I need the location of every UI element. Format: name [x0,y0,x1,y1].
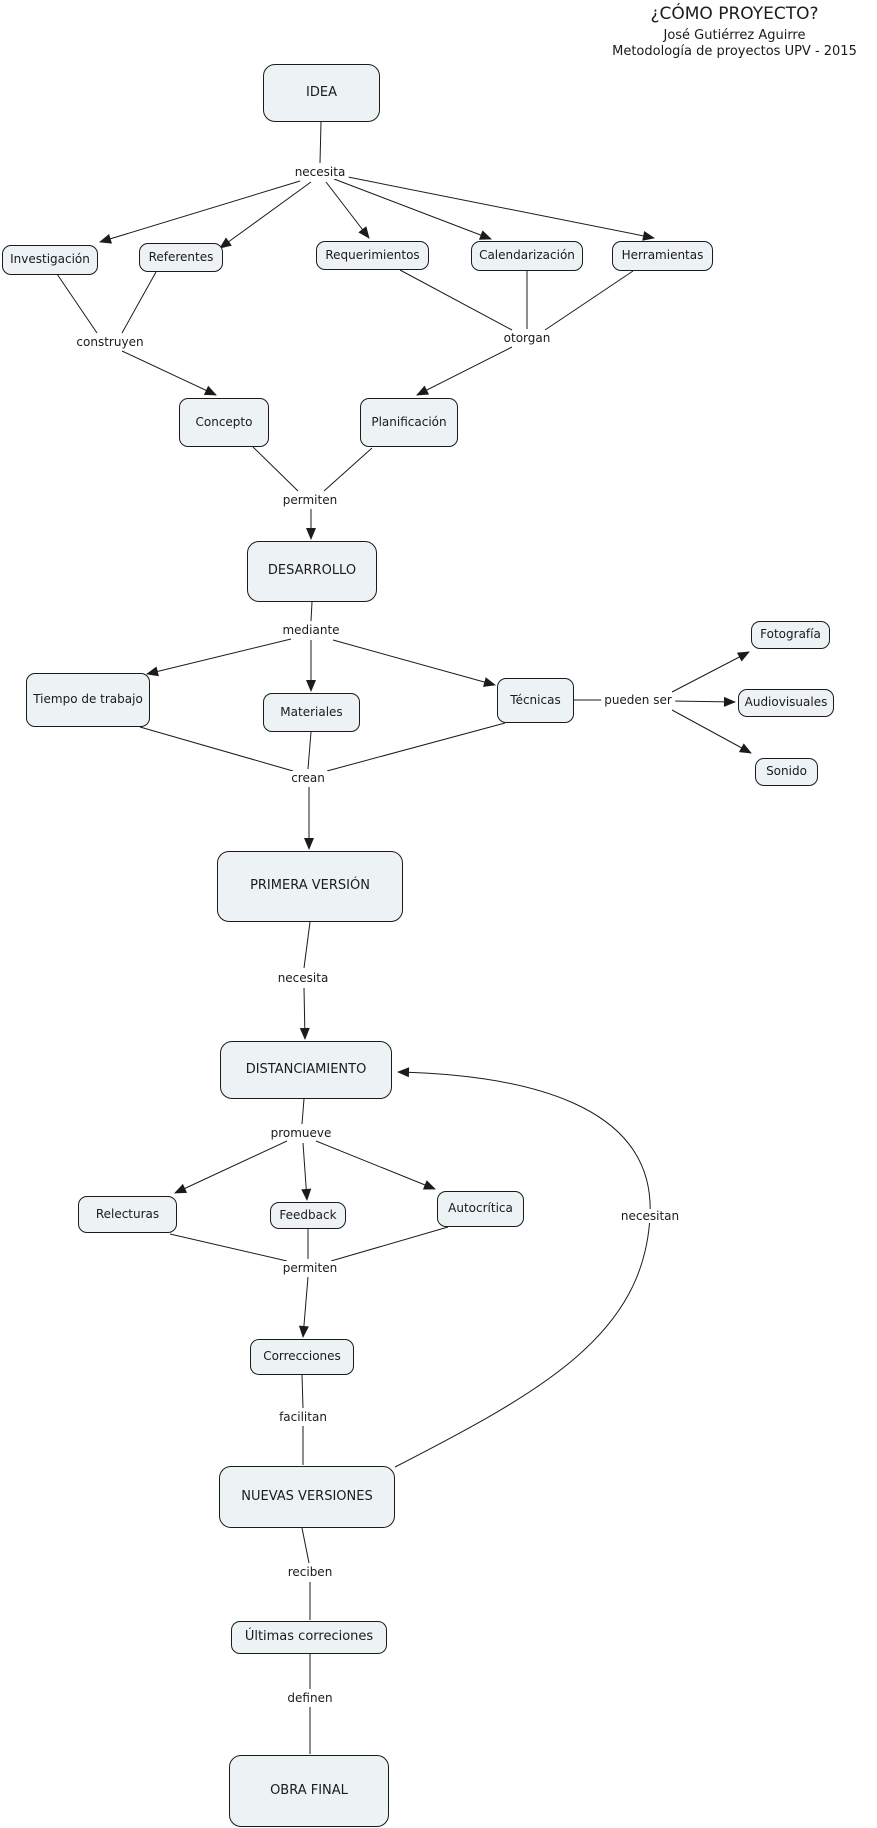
arrow-necesita-to-requerimientos [325,181,370,239]
line-primera-to-necesita [303,921,311,969]
node-distanciamiento[interactable]: DISTANCIAMIENTO [220,1041,392,1099]
arrow-promueve-to-feedback [301,1142,312,1201]
node-investigacion[interactable]: Investigación [2,245,98,275]
node-correcciones[interactable]: Correcciones [250,1339,354,1375]
arrow-puedenser-to-fotografia [671,651,750,693]
arrow-mediante-to-tiempo [146,638,292,677]
link-label-otorgan[interactable]: otorgan [500,331,554,345]
line-idea-to-necesita [319,121,322,164]
node-idea[interactable]: IDEA [263,64,380,122]
node-primera-version[interactable]: PRIMERA VERSIÓN [217,851,403,922]
node-materiales[interactable]: Materiales [263,693,360,732]
arrow-necesita-to-herramientas [342,175,655,241]
line-tiempo-to-crean [139,726,294,772]
link-label-necesita-1[interactable]: necesita [291,165,349,179]
arrow-nuevas-necesitan-distanciamiento [394,1067,651,1468]
line-distanciamiento-to-promueve [301,1098,305,1125]
node-obra-final[interactable]: OBRA FINAL [229,1755,389,1827]
line-tecnicas-to-crean [326,722,506,772]
line-concepto-to-permiten [252,446,299,492]
node-herramientas[interactable]: Herramientas [612,241,713,271]
line-correcciones-to-facilitan [301,1374,304,1409]
link-label-pueden-ser[interactable]: pueden ser [601,693,675,707]
node-planificacion[interactable]: Planificación [360,398,458,447]
link-label-reciben[interactable]: reciben [284,1565,336,1579]
node-ultimas-correciones[interactable]: Últimas correciones [231,1621,387,1654]
node-nuevas-versiones[interactable]: NUEVAS VERSIONES [219,1466,395,1528]
arrow-construyen-to-concepto [121,350,217,396]
link-label-facilitan[interactable]: facilitan [276,1410,330,1424]
line-relecturas-to-permiten [169,1233,288,1262]
line-autocritica-to-permiten [330,1226,449,1262]
link-label-permiten-1[interactable]: permiten [279,493,341,507]
line-planificacion-to-permiten [323,447,373,492]
line-desarrollo-to-mediante [310,601,313,622]
node-relecturas[interactable]: Relecturas [78,1196,177,1233]
link-label-necesitan[interactable]: necesitan [617,1209,683,1223]
node-audiovisuales[interactable]: Audiovisuales [738,689,834,717]
link-label-mediante[interactable]: mediante [279,623,343,637]
node-autocritica[interactable]: Autocrítica [437,1191,524,1227]
map-header: ¿CÓMO PROYECTO? José Gutiérrez Aguirre M… [592,4,877,60]
link-label-construyen[interactable]: construyen [73,335,147,349]
arrow-necesita-to-distanciamiento [299,987,310,1040]
link-label-crean[interactable]: crean [288,771,328,785]
node-feedback[interactable]: Feedback [270,1202,346,1229]
node-tiempo-de-trabajo[interactable]: Tiempo de trabajo [26,673,150,727]
arrow-mediante-to-tecnicas [332,639,496,687]
node-requerimientos[interactable]: Requerimientos [316,241,429,270]
link-label-necesita-2[interactable]: necesita [274,971,332,985]
node-tecnicas[interactable]: Técnicas [497,678,574,723]
node-desarrollo[interactable]: DESARROLLO [247,541,377,602]
arrow-necesita-to-referentes [219,181,312,249]
node-concepto[interactable]: Concepto [179,398,269,447]
node-fotografia[interactable]: Fotografía [751,621,830,649]
node-calendarizacion[interactable]: Calendarización [471,241,583,271]
node-referentes[interactable]: Referentes [139,243,223,272]
arrow-promueve-to-relecturas [174,1140,288,1194]
line-investigacion-to-construyen [56,273,98,334]
link-label-permiten-2[interactable]: permiten [279,1261,341,1275]
arrow-permiten-to-correcciones [298,1276,309,1338]
arrow-promueve-to-autocritica [315,1140,436,1190]
line-materiales-to-crean [307,731,312,770]
arrow-puedenser-to-sonido [671,709,752,754]
line-referentes-to-construyen [121,271,157,334]
map-author: José Gutiérrez Aguirre [663,28,806,43]
node-sonido[interactable]: Sonido [755,758,818,786]
link-label-promueve[interactable]: promueve [267,1126,335,1140]
map-course: Metodología de proyectos UPV - 2015 [612,44,857,59]
arrow-necesita-to-investigacion [99,180,301,244]
link-label-definen[interactable]: definen [284,1691,336,1705]
arrow-necesita-to-calendarizacion [333,178,492,240]
line-nuevas-to-reciben [301,1527,310,1564]
line-herramientas-to-otorgan [544,270,634,331]
arrow-puedenser-to-audiovisuales [670,696,736,707]
arrow-otorgan-to-planificacion [416,346,513,396]
map-title: ¿CÓMO PROYECTO? [650,4,819,24]
line-requerimientos-to-otorgan [399,269,513,331]
